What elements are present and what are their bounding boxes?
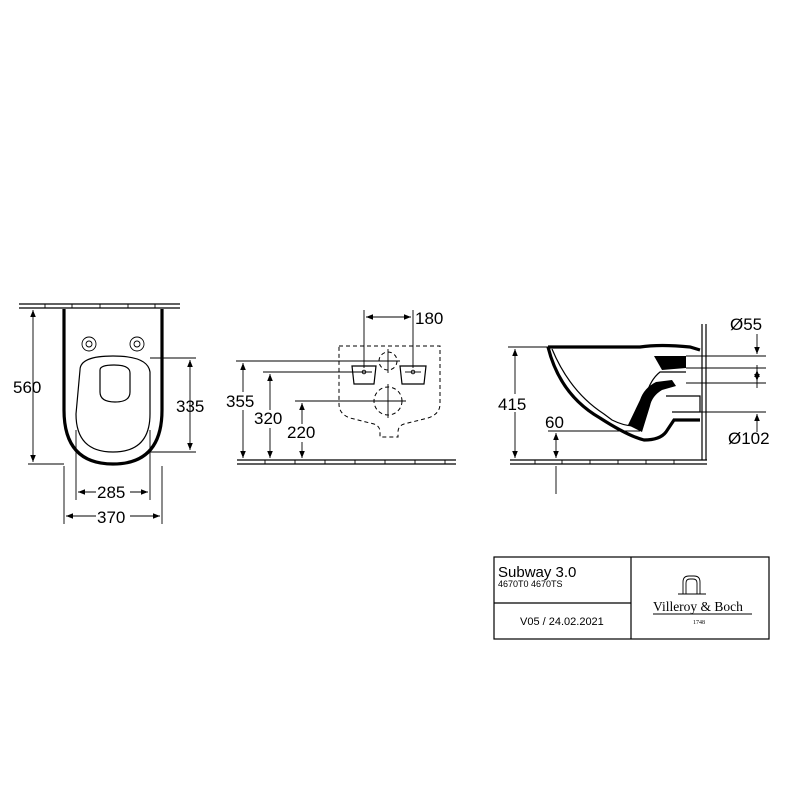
front-bowl-outline [62, 309, 164, 466]
dim-d55: Ø55 [686, 315, 766, 388]
bolt-hole-left [81, 336, 97, 352]
front-seat-opening [99, 364, 131, 403]
side-bowl-inner [551, 348, 686, 427]
dim-560-label: 560 [13, 378, 41, 397]
dim-220: 220 [286, 400, 370, 458]
front-top-line [19, 303, 180, 309]
dim-d102-label: Ø102 [728, 429, 770, 448]
wall-view: 180 355 320 220 [225, 309, 456, 465]
side-wall-line [701, 324, 707, 460]
brand-year: 1748 [693, 620, 705, 626]
dim-285-label: 285 [97, 483, 125, 502]
dim-180-label: 180 [415, 309, 443, 328]
dim-60: 60 [545, 413, 640, 494]
title-block: Subway 3.0 4670T0 4670TS V05 / 24.02.202… [493, 556, 770, 640]
version-date: V05 / 24.02.2021 [520, 616, 604, 628]
dim-415: 415 [497, 346, 548, 458]
brand-emblem-icon [678, 575, 706, 595]
dim-320: 320 [253, 371, 352, 458]
side-view: 415 60 Ø55 Ø102 [497, 315, 770, 494]
side-floor-line [510, 459, 707, 465]
dim-355-label: 355 [226, 392, 254, 411]
dim-d55-label: Ø55 [730, 315, 762, 334]
side-outlet-pipe [666, 395, 701, 413]
wall-bowl-contour [338, 345, 441, 438]
dim-60-label: 60 [545, 413, 564, 432]
front-seat-outline [75, 355, 151, 453]
article-numbers: 4670T0 4670TS [498, 579, 563, 589]
bolt-plate-right [399, 365, 427, 385]
side-inlet-pipe [654, 356, 686, 370]
side-bowl-top [548, 343, 701, 352]
wall-outlet-circle [370, 384, 406, 418]
dim-320-label: 320 [254, 409, 282, 428]
dim-180: 180 [363, 309, 443, 368]
front-view: 560 335 285 370 [13, 303, 204, 527]
bolt-plate-left [300, 365, 377, 385]
dim-370-label: 370 [97, 508, 125, 527]
wall-inlet-circle [376, 349, 400, 373]
side-bowl-shell [546, 346, 700, 442]
dim-560: 560 [13, 310, 64, 465]
brand-logo: Villeroy & Boch 1748 [653, 575, 752, 626]
bolt-hole-right [129, 336, 145, 352]
dim-285: 285 [75, 430, 151, 502]
dim-355: 355 [225, 360, 376, 458]
side-trap-solid [628, 380, 676, 432]
dim-335-label: 335 [176, 397, 204, 416]
dim-d102: Ø102 [686, 365, 770, 448]
dim-415-label: 415 [498, 395, 526, 414]
brand-name: Villeroy & Boch [653, 599, 743, 614]
dim-370: 370 [63, 466, 163, 527]
product-name: Subway 3.0 [498, 564, 576, 581]
wall-floor-line [237, 459, 456, 465]
dim-220-label: 220 [287, 423, 315, 442]
dim-335: 335 [150, 357, 204, 453]
